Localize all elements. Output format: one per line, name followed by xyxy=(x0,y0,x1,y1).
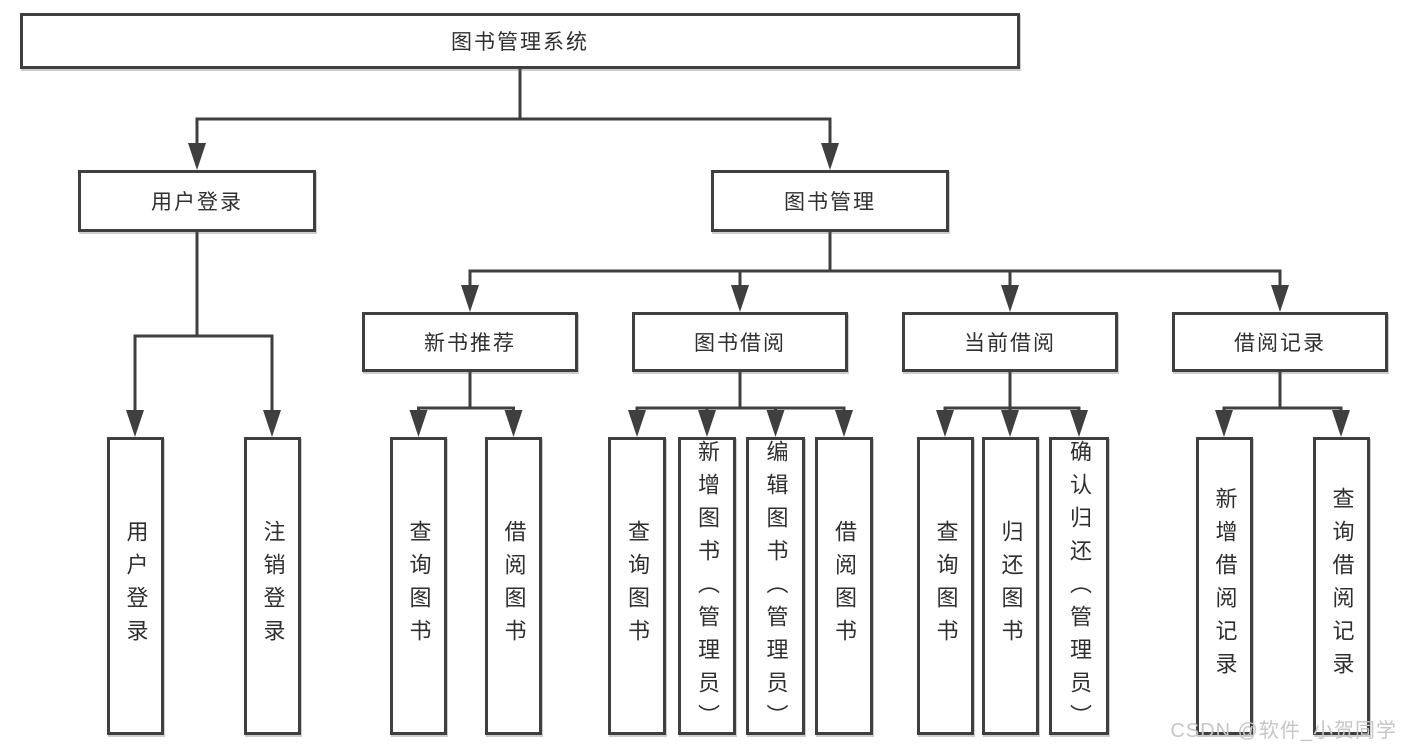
node-book-management: 图书管理 xyxy=(711,170,949,232)
leaf-return-books-label: 归还图书 xyxy=(998,520,1024,652)
leaf-user-login-label: 用户登录 xyxy=(123,520,149,652)
leaf-add-borrow-record: 新增借阅记录 xyxy=(1196,437,1253,735)
leaf-query-books-current: 查询图书 xyxy=(917,437,974,735)
node-book-borrowing-label: 图书借阅 xyxy=(694,332,786,355)
connector-new-book-recommend-to-children xyxy=(409,371,523,437)
leaf-query-books-borrowing-label: 查询图书 xyxy=(625,520,650,652)
leaf-return-books: 归还图书 xyxy=(982,437,1039,735)
node-user-login-label: 用户登录 xyxy=(151,191,243,214)
connector-borrowing-records-to-children xyxy=(1215,371,1350,437)
csdn-watermark: CSDN @软件_小贺同学 xyxy=(1170,720,1397,742)
node-current-borrowing-label: 当前借阅 xyxy=(964,332,1056,355)
leaf-add-book-admin: 新增图书（管理员） xyxy=(678,437,736,737)
connector-root-to-level2 xyxy=(188,69,839,170)
leaf-logout-label: 注销登录 xyxy=(260,520,286,652)
leaf-query-borrow-record: 查询借阅记录 xyxy=(1313,437,1370,735)
node-current-borrowing: 当前借阅 xyxy=(902,312,1118,372)
node-root: 图书管理系统 xyxy=(20,13,1020,69)
leaf-edit-book-admin: 编辑图书（管理员） xyxy=(746,437,805,737)
leaf-add-borrow-record-label: 新增借阅记录 xyxy=(1212,487,1238,685)
connector-user-login-to-children xyxy=(126,231,281,437)
leaf-user-login: 用户登录 xyxy=(107,437,164,735)
leaf-query-books-recommend-label: 查询图书 xyxy=(406,520,432,652)
connector-book-borrowing-to-children xyxy=(628,371,853,437)
leaf-confirm-return-admin-label: 确认归还（管理员） xyxy=(1067,440,1092,737)
node-book-management-label: 图书管理 xyxy=(784,191,876,214)
leaf-edit-book-admin-label: 编辑图书（管理员） xyxy=(763,440,789,737)
node-book-borrowing: 图书借阅 xyxy=(632,312,848,372)
node-borrowing-records: 借阅记录 xyxy=(1172,312,1388,372)
leaf-logout: 注销登录 xyxy=(244,437,301,735)
leaf-query-borrow-record-label: 查询借阅记录 xyxy=(1329,487,1355,685)
leaf-confirm-return-admin: 确认归还（管理员） xyxy=(1049,437,1109,737)
node-root-label: 图书管理系统 xyxy=(451,31,589,54)
leaf-borrow-books-recommend-label: 借阅图书 xyxy=(501,520,527,652)
node-new-book-recommend: 新书推荐 xyxy=(362,312,578,372)
leaf-borrow-books-recommend: 借阅图书 xyxy=(485,437,542,735)
node-user-login: 用户登录 xyxy=(78,170,316,232)
connector-current-borrowing-to-children xyxy=(936,371,1088,437)
node-new-book-recommend-label: 新书推荐 xyxy=(424,332,516,355)
connector-book-mgmt-to-level3 xyxy=(461,231,1289,312)
leaf-add-book-admin-label: 新增图书（管理员） xyxy=(695,440,720,737)
leaf-query-books-recommend: 查询图书 xyxy=(390,437,447,735)
leaf-borrow-books-label: 借阅图书 xyxy=(832,520,857,652)
leaf-query-books-current-label: 查询图书 xyxy=(933,520,959,652)
leaf-query-books-borrowing: 查询图书 xyxy=(608,437,666,735)
node-borrowing-records-label: 借阅记录 xyxy=(1234,332,1326,355)
leaf-borrow-books: 借阅图书 xyxy=(815,437,873,735)
